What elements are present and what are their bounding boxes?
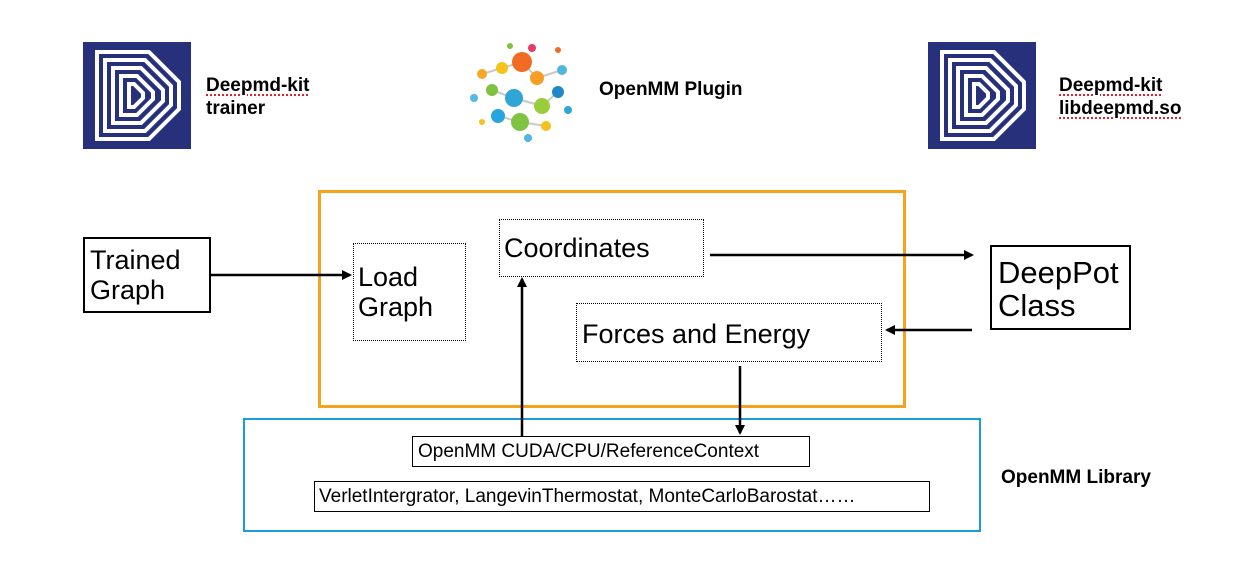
- forces-energy-box: Forces and Energy: [576, 303, 882, 362]
- openmm-plugin-frame: [318, 190, 906, 408]
- openmm-plugin-caption: OpenMM Plugin: [599, 79, 743, 100]
- deeppot-class-label: DeepPot Class: [998, 255, 1119, 323]
- openmm-library-frame: [243, 418, 981, 532]
- trained-graph-box: Trained Graph: [83, 237, 211, 313]
- load-graph-box: Load Graph: [353, 243, 466, 341]
- integrators-box: VerletIntergrator, LangevinThermostat, M…: [314, 481, 930, 512]
- left-logo-caption: Deepmd-kit trainer: [206, 75, 310, 119]
- deeppot-class-box: DeepPot Class: [990, 245, 1131, 330]
- openmm-context-box: OpenMM CUDA/CPU/ReferenceContext: [412, 436, 810, 467]
- integrators-label: VerletIntergrator, LangevinThermostat, M…: [319, 486, 856, 507]
- trained-graph-label: Trained Graph: [90, 245, 181, 305]
- load-graph-label: Load Graph: [358, 262, 434, 322]
- deepmd-kit-logo-left: [83, 42, 191, 149]
- coordinates-box: Coordinates: [499, 219, 704, 277]
- openmm-library-label: OpenMM Library: [1001, 467, 1151, 488]
- openmm-context-label: OpenMM CUDA/CPU/ReferenceContext: [418, 441, 760, 462]
- forces-energy-label: Forces and Energy: [582, 319, 811, 349]
- coordinates-label: Coordinates: [504, 233, 650, 263]
- right-logo-caption: Deepmd-kit libdeepmd.so: [1059, 75, 1182, 119]
- deepmd-kit-logo-right: [928, 42, 1036, 149]
- openmm-logo: [462, 30, 580, 148]
